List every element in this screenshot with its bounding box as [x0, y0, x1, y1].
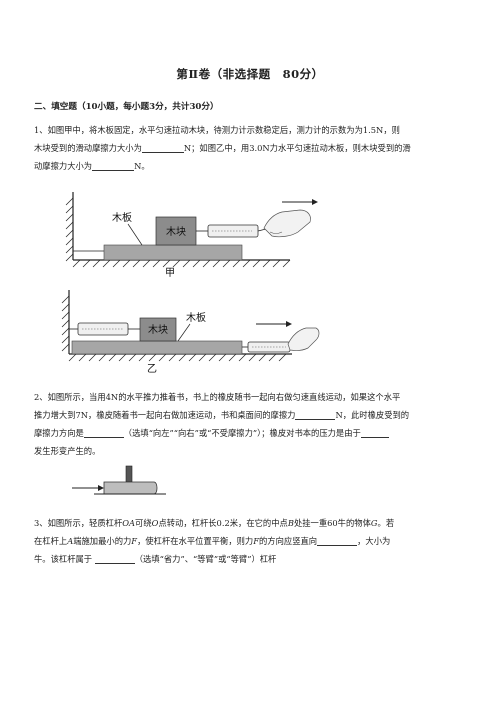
arrow-right-icon — [312, 199, 318, 205]
q2-line-3: 摩擦力方向是（选填“向左”“向右”或“不受摩擦力”）；橡皮对书本的压力是由于 — [34, 424, 466, 442]
q2-line-4: 发生形变产生的。 — [34, 446, 101, 456]
question-2: 2、如图所示，当用4N的水平推力推着书，书上的橡皮随书一起向右做匀速直线运动，如… — [34, 388, 466, 460]
figure-yi: 木块 木板 乙 — [61, 290, 320, 375]
block-yi — [139, 317, 177, 342]
eraser — [125, 465, 133, 483]
q2-line-1: 2、如图所示，当用4N的水平推力推着书，书上的橡皮随书一起向右做匀速直线运动，如… — [34, 392, 401, 402]
hand-icon — [263, 209, 311, 238]
figure-jia: 木块 木板 甲 — [65, 192, 318, 279]
q3-line-1: 3、如图所示，轻质杠杆OA可绕O点转动，杠杆长0.2米，在它的中点B处挂一重60… — [34, 518, 395, 528]
question-1: 1、如图甲中，将木板固定，水平匀速拉动木块，待测力计示数稳定后，测力计的示数为为… — [34, 121, 466, 175]
q2-answer-blank-3[interactable] — [360, 428, 389, 438]
board-label-yi: 木板 — [186, 311, 206, 324]
figure-book-eraser — [72, 465, 166, 495]
q3-answer-blank-2[interactable] — [94, 554, 135, 564]
q3-line-3: 牛。该杠杆属于 （选填“省力”、“等臂”或“等臂”）杠杆 — [34, 554, 277, 564]
q1-line-1: 1、如图甲中，将木板固定，水平匀速拉动木块，待测力计示数稳定后，测力计的示数为为… — [34, 125, 400, 135]
board-yi — [71, 340, 243, 355]
q2-answer-blank-2[interactable] — [83, 428, 124, 438]
q3-line-2: 在杠杆上A端施加最小的力F，使杠杆在水平位置平衡，则力F的方向应竖直向，大小为 — [34, 536, 391, 546]
arrow-right-icon — [286, 321, 292, 327]
book — [103, 481, 158, 495]
section-heading: 二、填空题（10小题，每小题3分，共计30分） — [34, 102, 219, 112]
question-3: 3、如图所示，轻质杠杆OA可绕O点转动，杠杆长0.2米，在它的中点B处挂一重60… — [34, 514, 466, 568]
part-title: 第Ⅱ卷（非选择题 80分） — [176, 67, 324, 81]
q1-answer-blank-1[interactable] — [141, 143, 184, 153]
board-jia — [103, 244, 243, 261]
board-label-jia: 木板 — [112, 211, 132, 224]
block-jia — [155, 216, 197, 246]
spring-scale-board-yi — [247, 341, 291, 353]
hand-icon — [287, 327, 320, 351]
figure-caption-jia: 甲 — [165, 268, 175, 279]
q2-answer-blank-1[interactable] — [295, 410, 336, 420]
figure-caption-yi: 乙 — [147, 363, 157, 375]
q3-answer-blank-1[interactable] — [317, 536, 358, 546]
block-label-yi: 木块 — [148, 324, 168, 336]
block-label-jia: 木块 — [166, 226, 186, 238]
arrow-right-icon — [98, 485, 104, 491]
q1-answer-blank-2[interactable] — [92, 161, 135, 171]
